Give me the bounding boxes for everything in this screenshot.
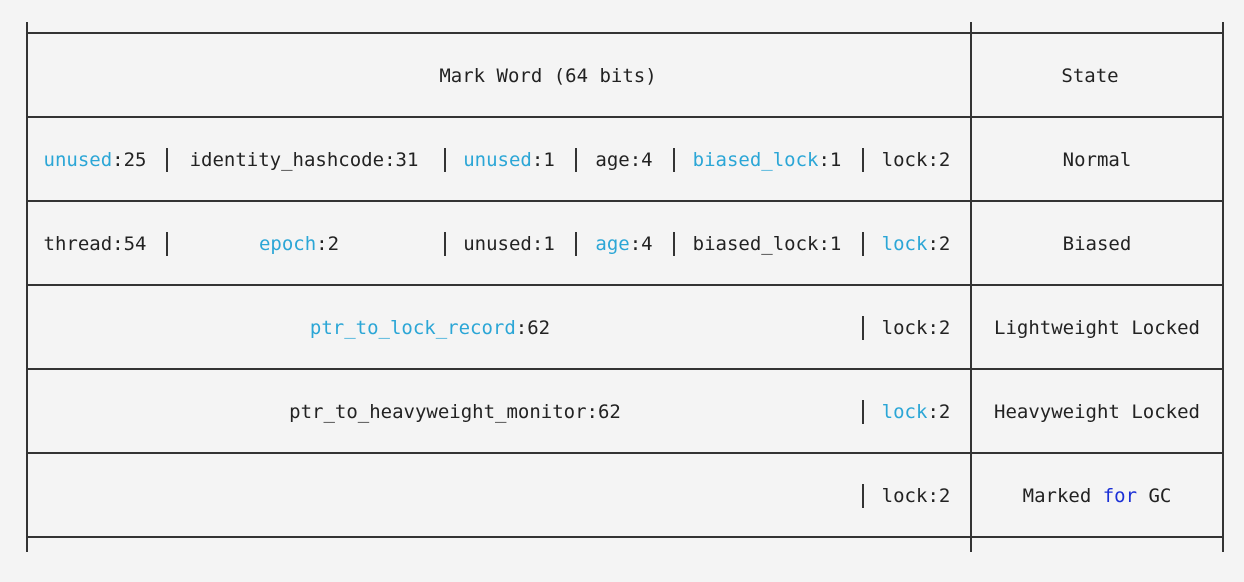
state-label: Lightweight Locked: [994, 317, 1200, 339]
table-rule: [28, 284, 1222, 286]
field-lock: lock:2: [881, 317, 951, 339]
field-divider: [673, 232, 675, 256]
field-lock: lock:2: [881, 401, 951, 423]
table-rule: [28, 200, 1222, 202]
field-lock: lock:2: [881, 149, 951, 171]
field-divider: [575, 232, 577, 256]
for-keyword: for: [1102, 485, 1138, 507]
table-rule: [28, 116, 1222, 118]
field-divider: [444, 232, 446, 256]
field-divider: [862, 484, 864, 508]
field-divider: [673, 148, 675, 172]
field-thread: thread:54: [43, 233, 147, 255]
field-divider: [862, 316, 864, 340]
field-biased-lock: biased_lock:1: [692, 233, 842, 255]
table-rule: [28, 32, 1222, 34]
field-unused: unused:1: [463, 149, 555, 171]
field-ptr-to-lock-record: ptr_to_lock_record:62: [309, 317, 551, 339]
field-biased-lock: biased_lock:1: [692, 149, 842, 171]
field-age: age:4: [595, 233, 653, 255]
field-identity-hashcode: identity_hashcode:31: [189, 149, 419, 171]
field-divider: [575, 148, 577, 172]
table-rule: [28, 368, 1222, 370]
field-divider: [444, 148, 446, 172]
field-divider: [166, 232, 168, 256]
field-unused: unused:25: [43, 149, 147, 171]
field-unused: unused:1: [463, 233, 555, 255]
field-divider: [862, 232, 864, 256]
state-label: Marked for GC: [1022, 485, 1172, 507]
field-lock: lock:2: [881, 485, 951, 507]
table-rule: [28, 536, 1222, 538]
field-divider: [862, 148, 864, 172]
field-lock: lock:2: [881, 233, 951, 255]
column-border-right: [1222, 22, 1224, 552]
column-border-left: [26, 22, 28, 552]
field-divider: [166, 148, 168, 172]
state-label: Biased: [1062, 233, 1132, 255]
table-rule: [28, 452, 1222, 454]
mark-word-header: Mark Word (64 bits): [439, 65, 657, 87]
field-age: age:4: [595, 149, 653, 171]
column-border-middle: [970, 22, 972, 552]
state-label: Normal: [1062, 149, 1132, 171]
field-ptr-to-heavyweight-monitor: ptr_to_heavyweight_monitor:62: [289, 401, 621, 423]
field-divider: [862, 400, 864, 424]
state-label: Heavyweight Locked: [994, 401, 1200, 423]
state-header: State: [1061, 65, 1119, 87]
field-epoch: epoch:2: [258, 233, 340, 255]
